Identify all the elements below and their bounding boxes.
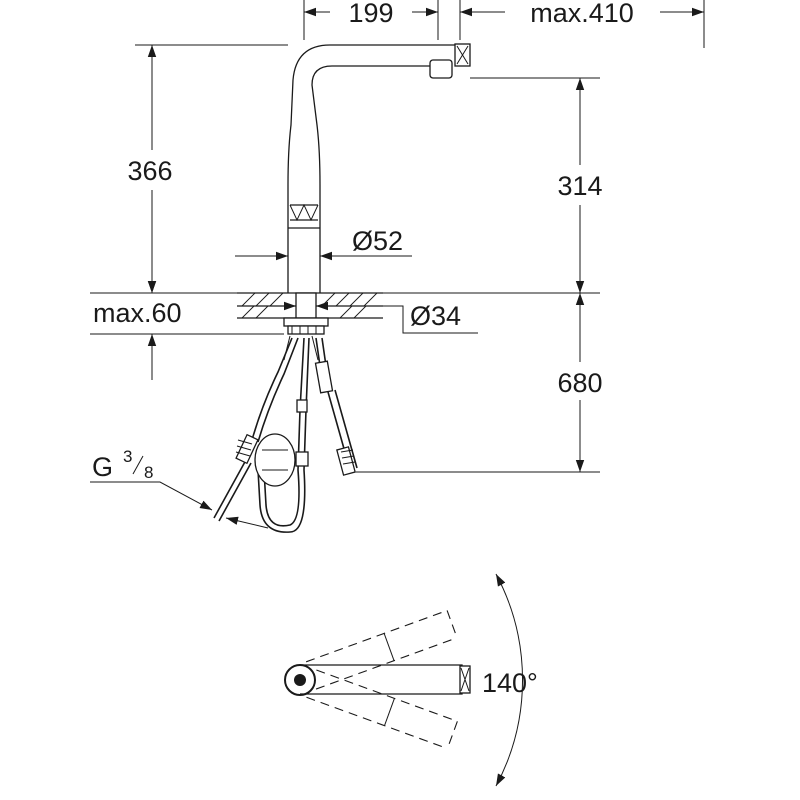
dim-swivel-angle: 140° bbox=[482, 668, 538, 698]
dimension-lines bbox=[90, 0, 705, 529]
dim-hole-diameter: Ø34 bbox=[410, 301, 461, 331]
dim-overall-height: 366 bbox=[127, 156, 172, 186]
dim-body-diameter: Ø52 bbox=[352, 226, 403, 256]
faucet-top-view bbox=[284, 573, 524, 787]
mounting-assembly bbox=[283, 292, 329, 335]
thread-letter: G bbox=[92, 452, 113, 482]
dim-hose-length: 680 bbox=[557, 368, 602, 398]
dim-spout-height: 314 bbox=[557, 171, 602, 201]
dim-spout-reach: 199 bbox=[348, 0, 393, 28]
thread-numerator: 3 bbox=[123, 447, 132, 466]
dim-max-deck-thickness: max.60 bbox=[93, 298, 182, 328]
faucet-side-view bbox=[287, 43, 471, 293]
hose-weight bbox=[254, 433, 296, 487]
dim-pullout-length: max.410 bbox=[530, 0, 634, 28]
spray-outlet bbox=[429, 59, 453, 79]
supply-hoses bbox=[213, 335, 358, 533]
thread-denominator: 8 bbox=[144, 463, 153, 482]
dim-connection-thread: G 3 8 bbox=[92, 447, 153, 482]
